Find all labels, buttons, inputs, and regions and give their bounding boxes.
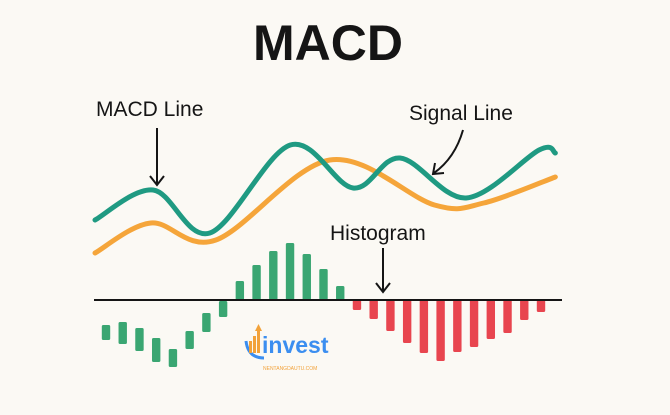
histogram-label: Histogram <box>330 222 426 245</box>
histogram-bar-green <box>202 313 211 332</box>
histogram-bar-green <box>101 325 111 340</box>
histogram-bar-green <box>269 251 278 300</box>
histogram-bar-red <box>503 300 512 333</box>
histogram-bar-green <box>319 269 328 300</box>
histogram-bar-green <box>151 338 161 362</box>
macd-line-label: MACD Line <box>96 98 203 121</box>
histogram-bar-red <box>486 300 496 339</box>
histogram-bar-green <box>235 281 245 300</box>
signal-line <box>92 157 558 256</box>
histogram-bar-red <box>536 300 546 312</box>
macd-arrow-icon <box>149 128 165 187</box>
histogram-bar-green <box>252 265 261 300</box>
histogram-bar-green <box>285 243 295 300</box>
logo-growth-icon <box>244 324 265 360</box>
histogram-bar-red <box>419 300 429 353</box>
signal-arrow-icon <box>431 129 464 176</box>
histogram-bar-green <box>218 301 228 317</box>
invest-logo: invest NENTANGDAUTU.COM <box>244 324 329 372</box>
histogram-bar-green <box>168 349 178 367</box>
diagram-title: MACD <box>253 15 403 71</box>
histogram-bar-red <box>352 300 362 310</box>
histogram-bar-red <box>386 300 395 331</box>
histogram-bar-green <box>135 328 144 351</box>
histogram-bars <box>101 243 546 367</box>
logo-text: invest <box>262 332 329 358</box>
logo-tagline: NENTANGDAUTU.COM <box>263 366 317 372</box>
histogram-bar-red <box>469 300 479 347</box>
histogram-bar-green <box>302 254 311 300</box>
histogram-bar-green <box>185 331 194 349</box>
histogram-arrow-icon <box>375 248 391 294</box>
histogram-bar-red <box>520 300 529 320</box>
macd-line <box>92 141 558 237</box>
histogram-bar-red <box>453 300 462 352</box>
series-lines <box>92 141 558 256</box>
signal-line-label: Signal Line <box>409 102 513 125</box>
histogram-bar-green <box>118 322 127 344</box>
histogram-bar-red <box>402 300 412 343</box>
histogram-bar-red <box>369 300 378 319</box>
histogram-bar-green <box>336 286 345 300</box>
histogram-bar-red <box>436 300 445 361</box>
